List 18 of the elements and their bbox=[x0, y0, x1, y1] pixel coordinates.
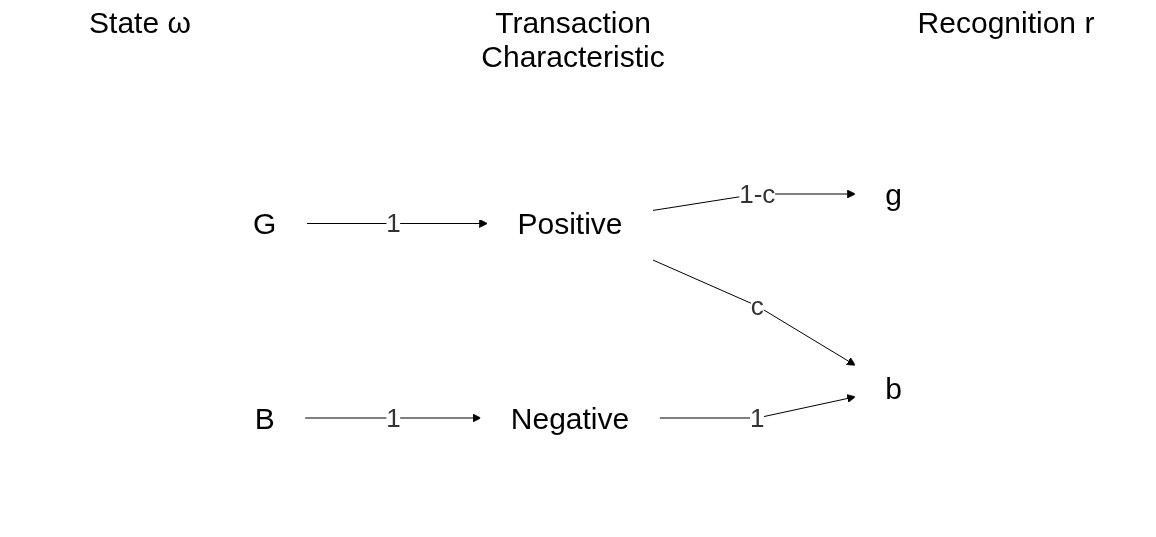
column-heading: State ω bbox=[88, 6, 192, 41]
node-text: g bbox=[885, 177, 903, 211]
edge-label: 1 bbox=[750, 402, 765, 433]
node-text: B bbox=[255, 401, 276, 435]
edge-label: 1 bbox=[386, 402, 402, 433]
column-heading: Transaction Characteristic bbox=[480, 6, 666, 75]
arrow bbox=[659, 394, 857, 419]
node-text: Positive bbox=[517, 207, 624, 240]
node-text: Negative bbox=[511, 401, 630, 435]
node-text: G bbox=[253, 207, 277, 240]
arrow bbox=[652, 259, 857, 366]
arrow bbox=[304, 413, 482, 423]
edge-label: c bbox=[751, 290, 765, 321]
arrow bbox=[306, 219, 489, 228]
column-heading: Recognition r bbox=[916, 6, 1096, 41]
edge-label: 1-c bbox=[739, 178, 776, 209]
edge-label: 1 bbox=[386, 208, 402, 238]
node-text: b bbox=[885, 372, 903, 405]
